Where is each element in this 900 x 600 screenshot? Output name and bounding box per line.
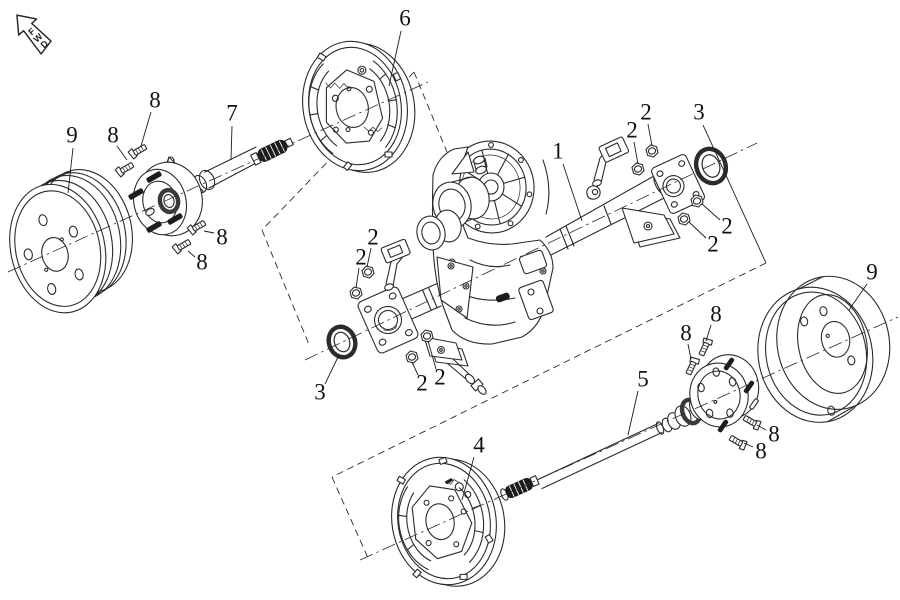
callout-2-label-1: 2 — [367, 225, 379, 250]
fwd-letter-d: D — [39, 38, 51, 50]
callout-8-label-22: 8 — [755, 439, 767, 464]
callout-8-label-17: 8 — [216, 225, 228, 250]
callout-2-leader-7 — [701, 203, 721, 221]
center-lines — [7, 81, 899, 561]
callout-8-leader-22 — [743, 442, 754, 448]
callout-3-leader-10 — [702, 124, 767, 264]
oil-seal-left — [326, 324, 358, 360]
callout-2-leader-1 — [366, 247, 372, 268]
callout-2-leader-2 — [355, 267, 360, 289]
callout-8-leader-16 — [116, 145, 128, 161]
callout-4-leader-11 — [461, 456, 475, 501]
callout-2-label-6: 2 — [626, 118, 638, 143]
gusset-plate — [436, 256, 474, 319]
callout-2-leader-5 — [647, 123, 653, 147]
callout-6-leader-13 — [388, 30, 402, 87]
callout-9-label-23: 9 — [66, 123, 78, 148]
callout-6-label-13: 6 — [399, 6, 411, 31]
fwd-letter-f: F — [26, 26, 37, 37]
gear-cylinders — [416, 151, 490, 251]
callout-9-leader-23 — [67, 147, 74, 194]
callout-8-leader-20 — [687, 343, 692, 360]
callout-3-label-9: 3 — [314, 380, 326, 405]
callout-4-label-11: 4 — [473, 433, 485, 458]
axle-shaft-upper — [186, 137, 294, 197]
callout-3-label-10: 3 — [693, 100, 705, 125]
callout-8-leader-18 — [187, 250, 196, 258]
callout-3-leader-9 — [324, 354, 340, 385]
callout-2-leader-8 — [688, 221, 707, 239]
callout-2-leader-3 — [411, 361, 419, 376]
callout-5-label-12: 5 — [637, 367, 649, 392]
callout-8-label-15: 8 — [149, 88, 161, 113]
callout-8-leader-21 — [756, 424, 767, 431]
callout-2-leader-4 — [427, 340, 437, 370]
spring-hanger-bracket — [621, 207, 681, 248]
callout-8-label-19: 8 — [710, 302, 722, 327]
mount-bracket-left — [380, 238, 411, 291]
hub-assembly-right — [661, 354, 760, 433]
callout-7-leader-14 — [230, 125, 233, 161]
callout-8-label-20: 8 — [680, 321, 692, 346]
callout-2-label-3: 2 — [416, 371, 428, 396]
callout-8-leader-15 — [140, 111, 152, 147]
callout-8-label-21: 8 — [768, 422, 780, 447]
brake-plate-upper — [302, 40, 416, 173]
callout-1-label-0: 1 — [552, 139, 564, 164]
callout-8-leader-17 — [203, 230, 215, 234]
shock-bracket — [423, 336, 487, 395]
callout-1-leader-0 — [562, 163, 583, 222]
callout-2-leader-6 — [633, 141, 639, 165]
axle-housing — [326, 136, 729, 395]
callout-5-leader-12 — [627, 390, 639, 436]
callout-2-label-7: 2 — [721, 214, 733, 239]
callout-8-label-18: 8 — [196, 250, 208, 275]
fwd-arrow: F W D — [16, 14, 52, 55]
callout-2-label-5: 2 — [640, 100, 652, 125]
brake-plate-lower — [391, 456, 506, 587]
callout-2-label-8: 2 — [707, 232, 719, 257]
brake-drum-right — [757, 275, 891, 423]
callout-2-label-2: 2 — [355, 245, 367, 270]
callout-8-leader-19 — [705, 324, 712, 342]
callout-9-label-24: 9 — [866, 260, 878, 285]
callout-2-label-4: 2 — [434, 365, 446, 390]
callout-7-label-14: 7 — [226, 101, 238, 126]
mount-bracket-right — [592, 136, 630, 187]
callout-9-leader-24 — [848, 283, 868, 311]
brake-drum-left — [9, 169, 133, 314]
callout-8-label-16: 8 — [107, 123, 119, 148]
